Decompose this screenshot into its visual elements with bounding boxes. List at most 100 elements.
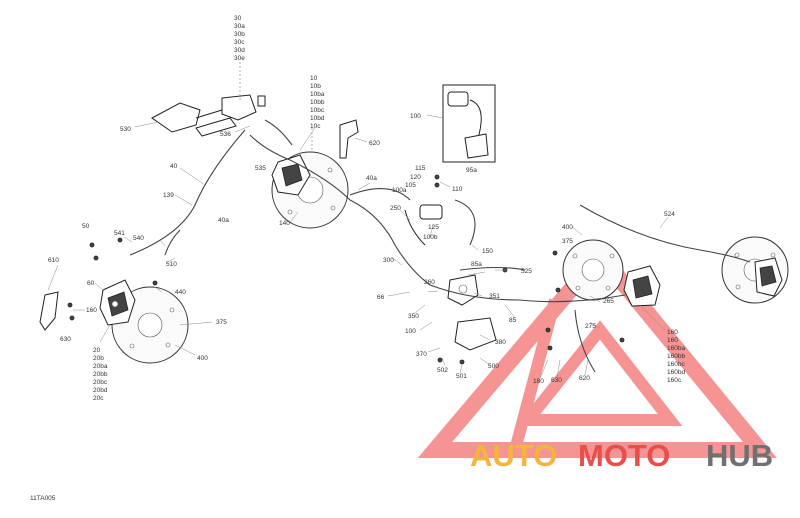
- callout-30a: 30a: [234, 23, 245, 30]
- callout-351: 351: [489, 293, 500, 300]
- callout-30c: 30c: [234, 39, 245, 46]
- callout-40a-left: 40a: [218, 217, 229, 224]
- callout-85: 85: [509, 317, 517, 324]
- leader-lines: [47, 62, 669, 379]
- callout-160-right: 160: [667, 329, 678, 336]
- callout-160-right-2: 160: [667, 337, 678, 344]
- callout-180: 180: [533, 378, 544, 385]
- callout-20bb: 20bb: [93, 371, 108, 378]
- callout-620-lower: 620: [579, 375, 590, 382]
- callout-10bd: 10bd: [310, 115, 325, 122]
- callout-30d: 30d: [234, 47, 245, 54]
- callout-160bb: 160bb: [667, 353, 685, 360]
- callout-160bc: 160bc: [667, 361, 685, 368]
- callout-100a: 100a: [392, 187, 407, 194]
- callout-95a: 95a: [466, 167, 477, 174]
- watermark-text: AUTO MOTO HUB: [470, 438, 773, 473]
- callout-140: 140: [279, 220, 290, 227]
- callout-440: 440: [175, 289, 186, 296]
- watermark-moto: MOTO: [578, 438, 670, 473]
- callout-20ba: 20ba: [93, 363, 108, 370]
- callout-400-left: 400: [197, 355, 208, 362]
- callout-380: 380: [495, 339, 506, 346]
- callout-502: 502: [437, 367, 448, 374]
- callout-120: 120: [410, 174, 421, 181]
- diagram-id: 11TA005: [30, 495, 56, 502]
- callout-350: 350: [408, 313, 419, 320]
- callout-300: 300: [383, 257, 394, 264]
- callout-265: 265: [603, 298, 614, 305]
- callout-20c: 20c: [93, 395, 104, 402]
- callout-139: 139: [163, 192, 174, 199]
- callout-30b: 30b: [234, 31, 245, 38]
- rear-caliper: [623, 265, 661, 307]
- callout-10bc: 10bc: [310, 107, 325, 114]
- callout-160bd: 160bd: [667, 369, 685, 376]
- handbrake-lever: [339, 119, 359, 159]
- callout-105: 105: [405, 182, 416, 189]
- callout-630-right: 630: [551, 377, 562, 384]
- callout-160-left: 160: [86, 307, 97, 314]
- handlebar-lever-assembly: [151, 94, 266, 137]
- callout-370: 370: [416, 351, 427, 358]
- callout-375-top: 375: [562, 238, 573, 245]
- watermark-hub: HUB: [706, 438, 773, 473]
- callout-536: 536: [220, 131, 231, 138]
- left-bracket: [39, 291, 59, 331]
- callout-10bb: 10bb: [310, 99, 325, 106]
- callout-labels: 30 30a 30b 30c 30d 30e 530 536 535 10 10…: [30, 15, 685, 502]
- callout-160c: 160c: [667, 377, 682, 384]
- callout-630-left: 630: [60, 336, 71, 343]
- callout-10: 10: [310, 75, 318, 82]
- callout-540: 540: [133, 235, 144, 242]
- rear-right-caliper: [754, 257, 783, 297]
- brake-lines: [129, 119, 751, 373]
- callout-610: 610: [48, 257, 59, 264]
- front-left-caliper: [99, 279, 136, 326]
- fasteners: [67, 174, 625, 365]
- callout-100: 100: [410, 113, 421, 120]
- callout-110: 110: [452, 186, 463, 193]
- callout-535: 535: [255, 165, 266, 172]
- callout-510: 510: [166, 261, 177, 268]
- callout-30: 30: [234, 15, 242, 22]
- callout-160ba: 160ba: [667, 345, 685, 352]
- callout-400-top: 400: [562, 224, 573, 231]
- callout-20bd: 20bd: [93, 387, 108, 394]
- callout-10b: 10b: [310, 83, 321, 90]
- callout-620: 620: [369, 140, 380, 147]
- callout-501: 501: [456, 373, 467, 380]
- callout-40: 40: [170, 163, 178, 170]
- callout-85a: 85a: [471, 261, 482, 268]
- callout-250: 250: [390, 205, 401, 212]
- watermark-logo: [417, 242, 777, 458]
- detail-inset-box: [442, 84, 496, 163]
- callout-150: 150: [482, 248, 493, 255]
- callout-30e: 30e: [234, 55, 245, 62]
- rear-brake-disc-center: [562, 239, 624, 301]
- callout-524: 524: [664, 211, 675, 218]
- callout-50: 50: [82, 223, 90, 230]
- callout-525: 525: [521, 268, 532, 275]
- callout-10ba: 10ba: [310, 91, 325, 98]
- callout-20: 20: [93, 347, 101, 354]
- callout-40a-right: 40a: [366, 175, 377, 182]
- callout-10c: 10c: [310, 123, 321, 130]
- callout-125: 125: [428, 224, 439, 231]
- callout-20bc: 20bc: [93, 379, 108, 386]
- callout-60: 60: [87, 280, 95, 287]
- callout-375-left: 375: [216, 319, 227, 326]
- watermark-auto: AUTO: [470, 438, 557, 473]
- callout-530: 530: [120, 126, 131, 133]
- callout-20b: 20b: [93, 355, 104, 362]
- master-cylinder-assembly: [404, 204, 497, 351]
- callout-275: 275: [585, 323, 596, 330]
- callout-260: 260: [424, 279, 435, 286]
- callout-541: 541: [114, 230, 125, 237]
- callout-500: 500: [488, 363, 499, 370]
- callout-100-lower: 100: [405, 328, 416, 335]
- callout-100b: 100b: [423, 234, 438, 241]
- callout-66: 66: [377, 294, 385, 301]
